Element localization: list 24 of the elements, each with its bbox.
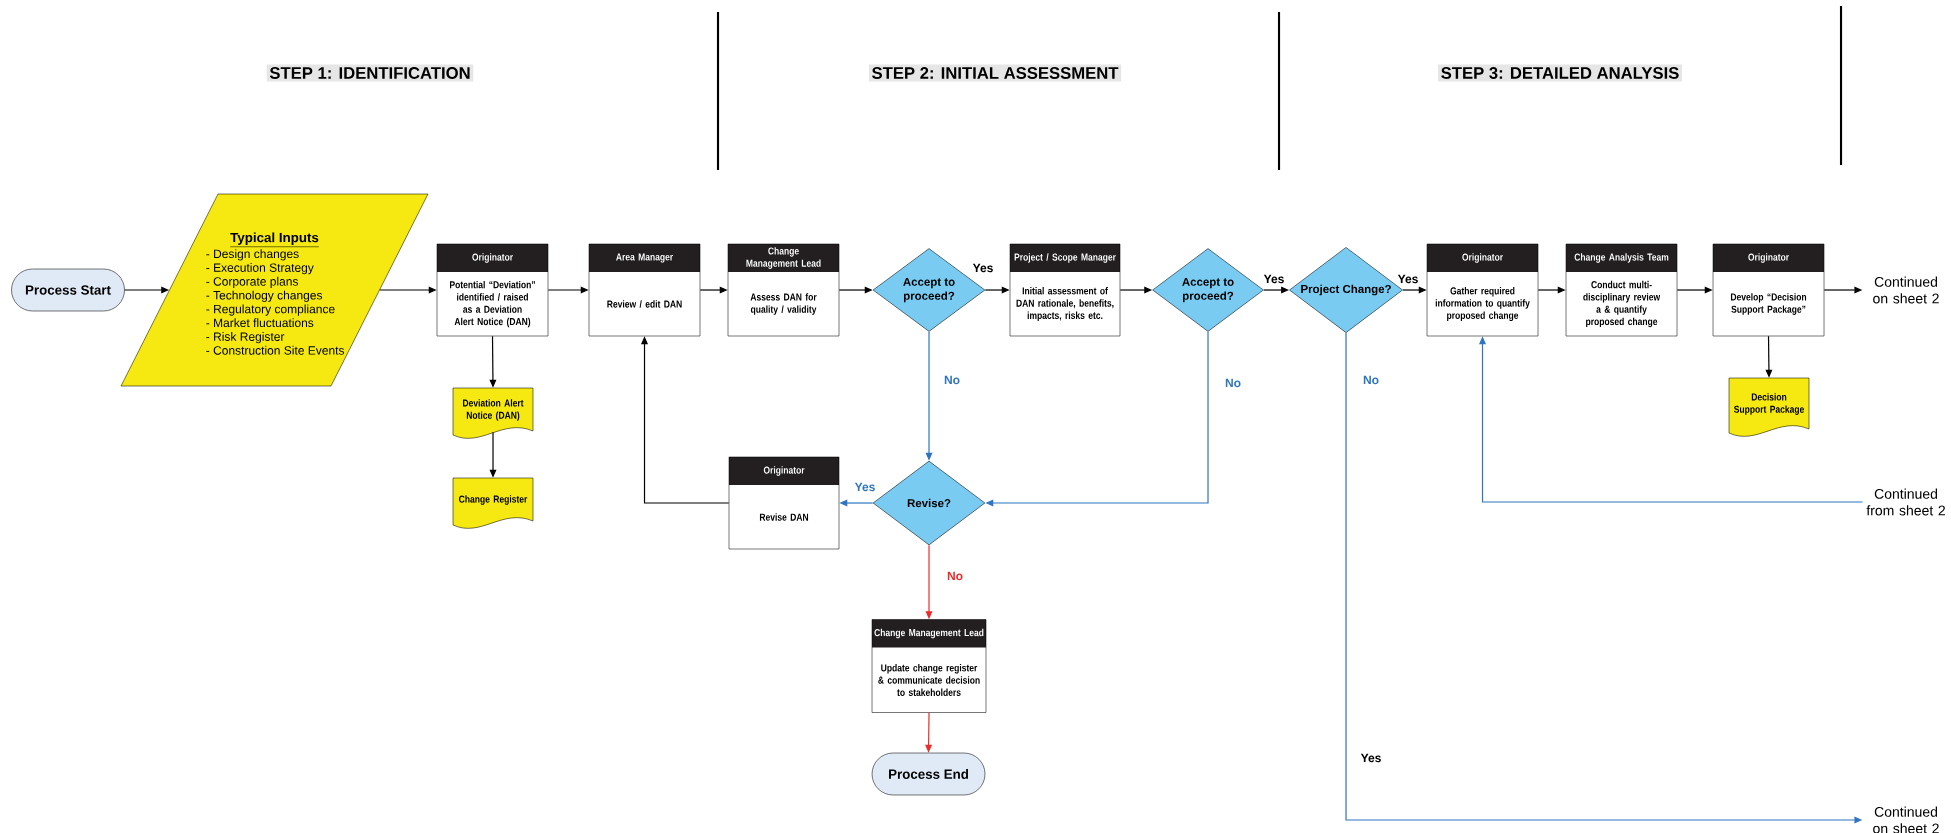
role-box: Change Management Lead Assess DAN for quality / validity [727,243,840,337]
role-box: Change Analysis Team Conduct multi-disciplinary review a & quantify proposed change [1565,243,1678,337]
branch-label: Yes [1359,752,1383,764]
role-box: Originator Potential “Deviation” identified / raised as a Deviation Alert Notice (DAN) [436,243,549,337]
connector-text: Continued from sheet 2 [1866,488,1945,516]
role-box: Change Management Lead Update change register & communicate decision to stakeholders [871,619,987,713]
role-box: Originator Develop “Decision Support Package” [1712,243,1825,337]
step-heading: STEP 2: INITIAL ASSESSMENT [868,64,1122,82]
edge-label: No [1223,377,1243,389]
connector-text: Continued on sheet 2 [1873,806,1939,833]
role-box: Area Manager Review / edit DAN [588,243,701,337]
step-heading: STEP 3: DETAILED ANALYSIS [1438,64,1682,82]
edge-label: No [942,374,962,386]
role-box: Originator Gather required information to quantify proposed change [1426,243,1539,337]
connector-text: Continued on sheet 2 [1873,276,1939,304]
input-parallelogram: Typical Inputs - Design changes - Execution Strategy - Corporate plans - Technology changes - Regulatory compliance - Market fluctuations - Risk Register - Construction Site Events [120,193,429,387]
terminator: Process Start [11,268,125,312]
edge-label: No [1361,374,1381,386]
role-box: Project / Scope Manager Initial assessment of DAN rationale, benefits, impacts, risks etc. [1009,243,1121,337]
role-box: Originator Revise DAN [728,456,840,550]
terminator: Process End [871,752,986,796]
edge-label: Yes [1262,273,1286,285]
step-heading: STEP 1: IDENTIFICATION [266,64,474,82]
edge-label: No [945,570,965,582]
